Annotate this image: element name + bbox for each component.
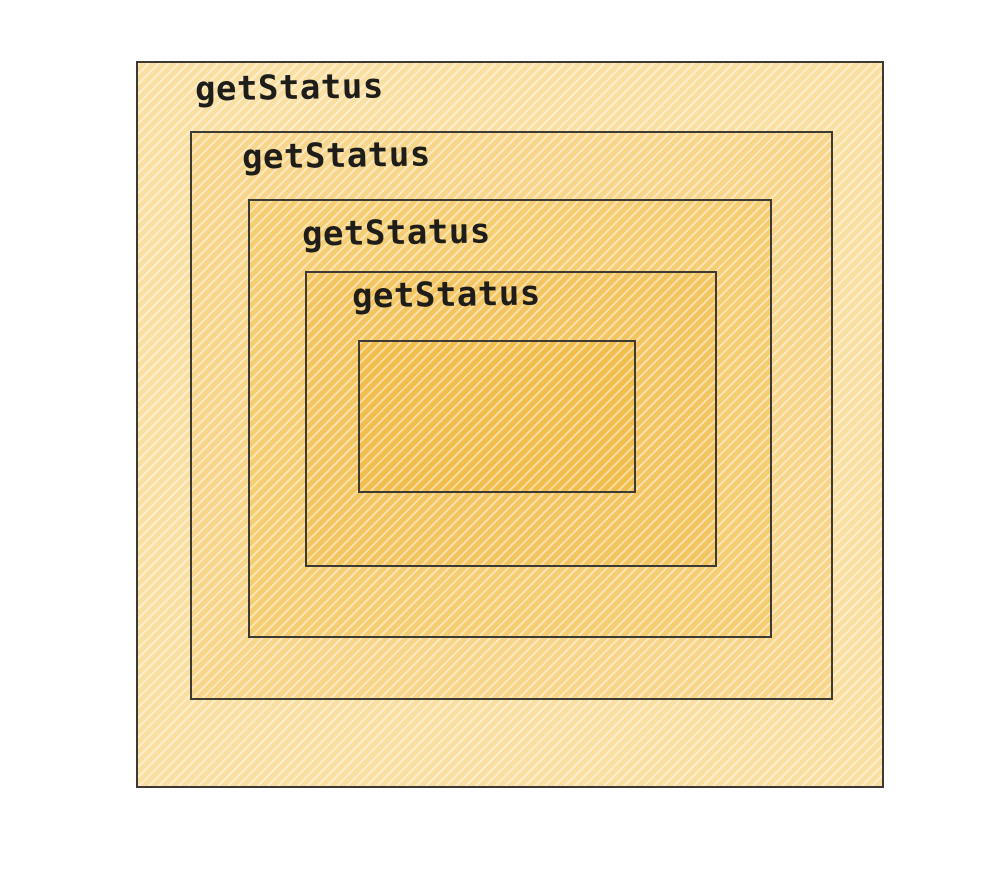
scope-label-2: getStatus [241,134,432,178]
scope-label-1: getStatus [194,66,385,110]
innermost-scope-box [358,340,636,493]
scope-label-3: getStatus [301,211,492,255]
scope-label-4: getStatus [351,273,542,317]
